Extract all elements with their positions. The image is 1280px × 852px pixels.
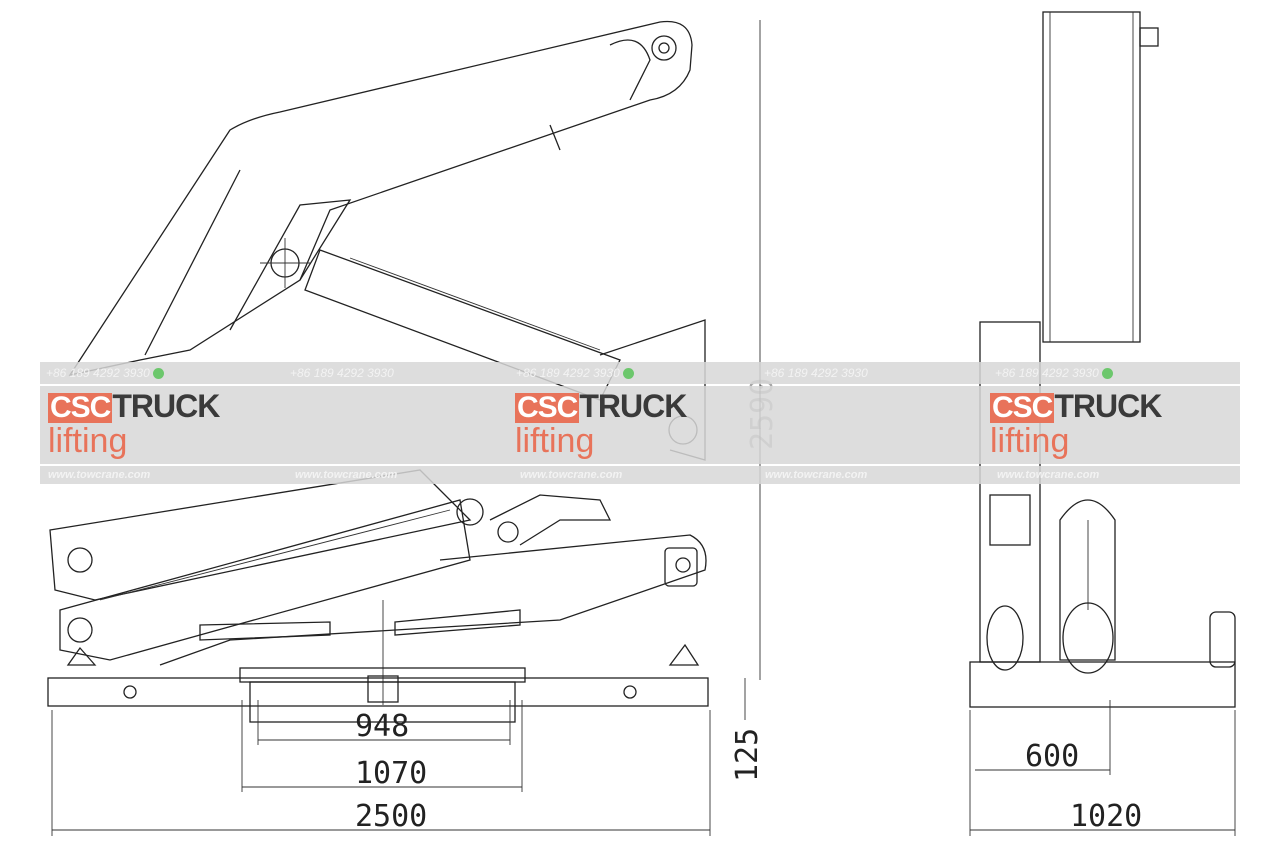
- watermark-website: www.towcrane.com: [997, 469, 1100, 481]
- watermark-strip-bottom: [40, 466, 1240, 484]
- dim-1070: 1070: [355, 756, 427, 791]
- dim-948: 948: [355, 709, 409, 744]
- watermark-phone: +86 189 4292 3930: [995, 366, 1113, 380]
- whatsapp-icon: [622, 368, 634, 380]
- watermark-phone: +86 189 4292 3930: [46, 366, 164, 380]
- watermark-phone: +86 189 4292 3930: [764, 366, 868, 380]
- dimension-lines: [51, 20, 1236, 836]
- dim-125: 125: [730, 728, 765, 782]
- watermark-website: www.towcrane.com: [765, 469, 868, 481]
- watermark-website: www.towcrane.com: [48, 469, 151, 481]
- whatsapp-icon: [1101, 368, 1113, 380]
- dim-600: 600: [1025, 739, 1079, 774]
- dim-2500: 2500: [355, 799, 427, 834]
- end-view-crane: [969, 11, 1236, 708]
- watermark-website: www.towcrane.com: [520, 469, 623, 481]
- watermark-phone: +86 189 4292 3930: [516, 366, 634, 380]
- watermark-phone: +86 189 4292 3930: [290, 366, 394, 380]
- dim-1020: 1020: [1070, 799, 1142, 834]
- whatsapp-icon: [152, 368, 164, 380]
- watermark-strip-top: [40, 362, 1240, 384]
- watermark-website: www.towcrane.com: [295, 469, 398, 481]
